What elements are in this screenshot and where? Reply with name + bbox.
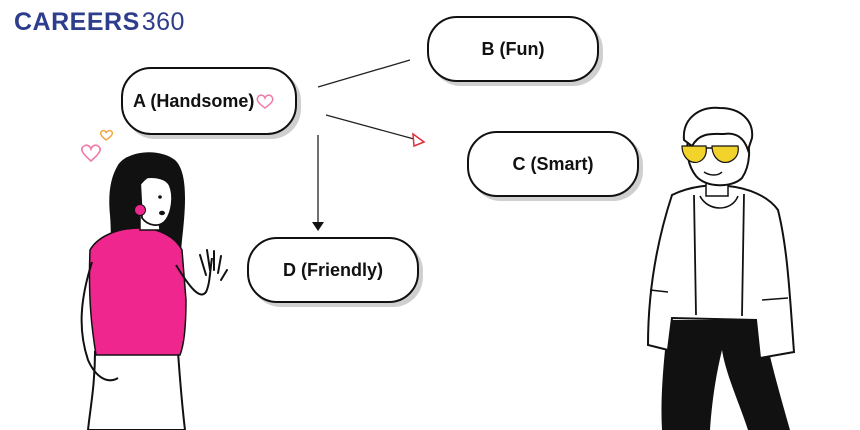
- node-d-friendly: D (Friendly): [247, 237, 419, 303]
- node-d-label: D (Friendly): [282, 259, 383, 280]
- arrowhead-red: [412, 132, 426, 148]
- sunglasses-icon: [681, 145, 739, 163]
- careers360-logo: CAREERS360: [14, 8, 185, 37]
- heart-small-icon: [99, 129, 114, 141]
- node-b-fun: B (Fun): [427, 16, 599, 82]
- connector-a-b: [317, 59, 411, 88]
- arrowhead-down: [312, 222, 324, 231]
- man-illustration: [646, 106, 796, 430]
- logo-text-bold: CAREERS: [14, 8, 140, 36]
- connector-a-c: [325, 114, 415, 140]
- node-a-label: A (Handsome): [133, 90, 255, 111]
- heart-icon: [81, 144, 101, 163]
- woman-illustration: [80, 152, 228, 430]
- node-c-label: C (Smart): [512, 153, 594, 174]
- node-b-label: B (Fun): [481, 38, 545, 59]
- logo-text-number: 360: [141, 8, 185, 36]
- node-a-handsome: A (Handsome): [121, 67, 297, 135]
- node-c-smart: C (Smart): [467, 131, 639, 197]
- heart-icon: [256, 94, 274, 109]
